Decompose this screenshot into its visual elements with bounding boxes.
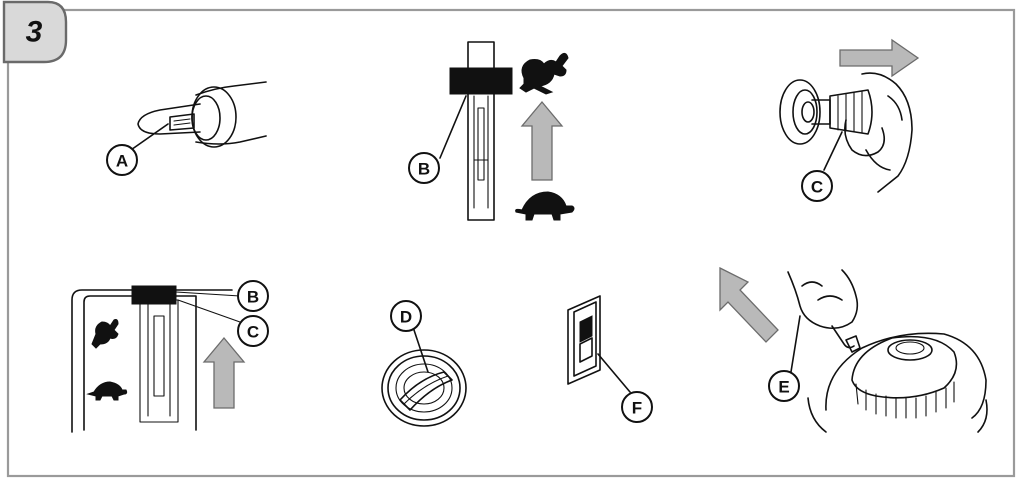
callout-f: F [621, 391, 653, 423]
callout-b-label: B [418, 160, 430, 179]
throttle-slot [467, 41, 495, 221]
rabbit-icon-small [91, 319, 119, 349]
callout-c-lower: C [237, 315, 269, 347]
callout-c-top-label: C [811, 178, 823, 197]
callout-b-lower-label: B [247, 288, 259, 307]
callout-d-label: D [400, 308, 412, 327]
switch-rocker [579, 315, 593, 343]
callout-d: D [390, 300, 422, 332]
step-number: 3 [26, 16, 43, 49]
panel-fuel-cap [381, 329, 467, 427]
callout-a: A [106, 144, 138, 176]
turtle-icon [515, 191, 575, 221]
callout-a-label: A [116, 152, 128, 171]
panel-switch [567, 295, 631, 393]
callout-b-lower: B [237, 280, 269, 312]
diagram-frame [6, 8, 1016, 478]
step-badge: 3 [2, 0, 68, 64]
panel-choke [779, 38, 920, 193]
throttle-lever [449, 67, 513, 95]
gray-arrow-icon-diagonal [719, 266, 779, 343]
panel-starter [719, 266, 988, 433]
choke-throttle-lever [131, 285, 177, 305]
callout-c-top: C [801, 170, 833, 202]
gray-arrow-icon-right [839, 38, 920, 78]
gray-arrow-icon [520, 100, 564, 181]
gray-arrow-icon-up [202, 336, 246, 409]
callout-e: E [768, 370, 800, 402]
rabbit-icon [519, 52, 569, 95]
callout-e-label: E [778, 378, 789, 397]
callout-b: B [408, 152, 440, 184]
panel-throttle [439, 41, 575, 221]
panel-control [71, 285, 246, 433]
turtle-icon-small [86, 381, 128, 401]
callout-f-label: F [632, 399, 642, 418]
callout-c-lower-label: C [247, 323, 259, 342]
panel-primer [127, 81, 267, 153]
